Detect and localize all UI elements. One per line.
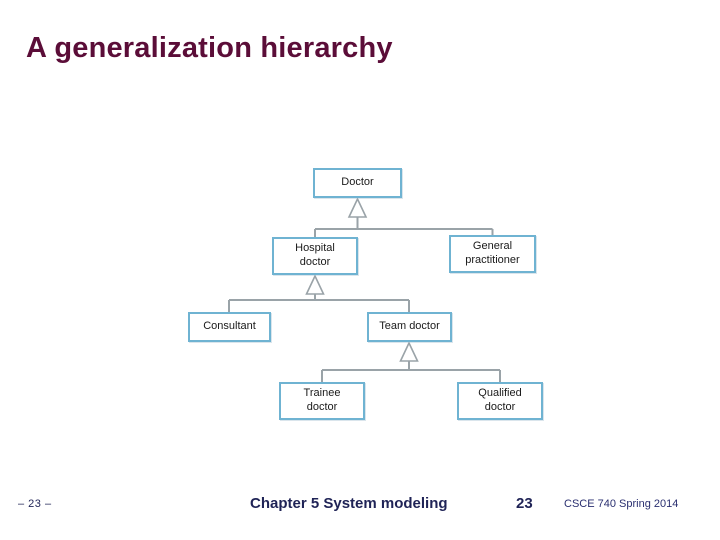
slide-footer: – 23 – Chapter 5 System modeling 23 CSCE… [0,490,720,540]
class-box-label-line2: practitioner [465,254,520,266]
class-box-team-doctor[interactable]: Team doctor [367,312,452,342]
class-box-label: Trainee doctor [300,387,345,415]
class-box-label-line1: Trainee [303,387,341,400]
class-box-label: Doctor [341,176,374,189]
class-box-hospital-doctor[interactable]: Hospital doctor [272,237,358,275]
generalization-arrow-team-doctor [399,341,419,362]
generalization-arrow-doctor [347,197,368,218]
class-box-label: Qualified doctor [474,387,525,415]
class-box-trainee-doctor[interactable]: Trainee doctor [279,382,365,420]
footer-page-number: 23 [516,495,533,512]
class-box-label-line1: General [472,240,513,253]
class-box-consultant[interactable]: Consultant [188,312,271,342]
class-box-general-practitioner[interactable]: General practitioner [449,235,536,273]
class-box-label: General practitioner [461,240,523,268]
class-box-label-line2: doctor [306,401,338,413]
class-box-label-line1: Qualified [478,387,522,400]
footer-chapter-title: Chapter 5 System modeling [250,495,448,512]
class-box-label: Consultant [203,320,256,333]
class-box-label: Hospital doctor [291,242,339,270]
class-box-label-line1: Hospital [295,242,335,255]
class-box-label-line2: doctor [299,256,331,268]
footer-slide-marker: – 23 – [18,498,52,510]
class-box-doctor[interactable]: Doctor [313,168,402,198]
class-box-label-line2: doctor [484,401,516,413]
page-title: A generalization hierarchy [26,32,393,64]
generalization-arrow-hospital-doctor [305,274,325,295]
class-box-qualified-doctor[interactable]: Qualified doctor [457,382,543,420]
class-box-label: Team doctor [379,320,440,333]
footer-course-label: CSCE 740 Spring 2014 [564,498,679,510]
